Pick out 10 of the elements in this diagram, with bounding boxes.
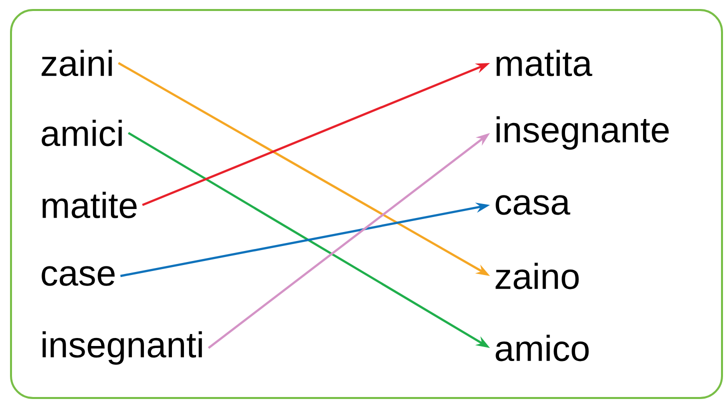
word: zaino <box>496 262 579 290</box>
word: case <box>42 266 115 286</box>
word: insegnante <box>496 116 669 150</box>
word: insegnanti <box>42 331 202 365</box>
word: matita <box>496 50 592 76</box>
word: matite <box>42 192 137 218</box>
word: amici <box>42 120 122 146</box>
word: zaini <box>42 50 112 76</box>
word: amico <box>496 334 589 362</box>
word: casa <box>496 195 570 215</box>
